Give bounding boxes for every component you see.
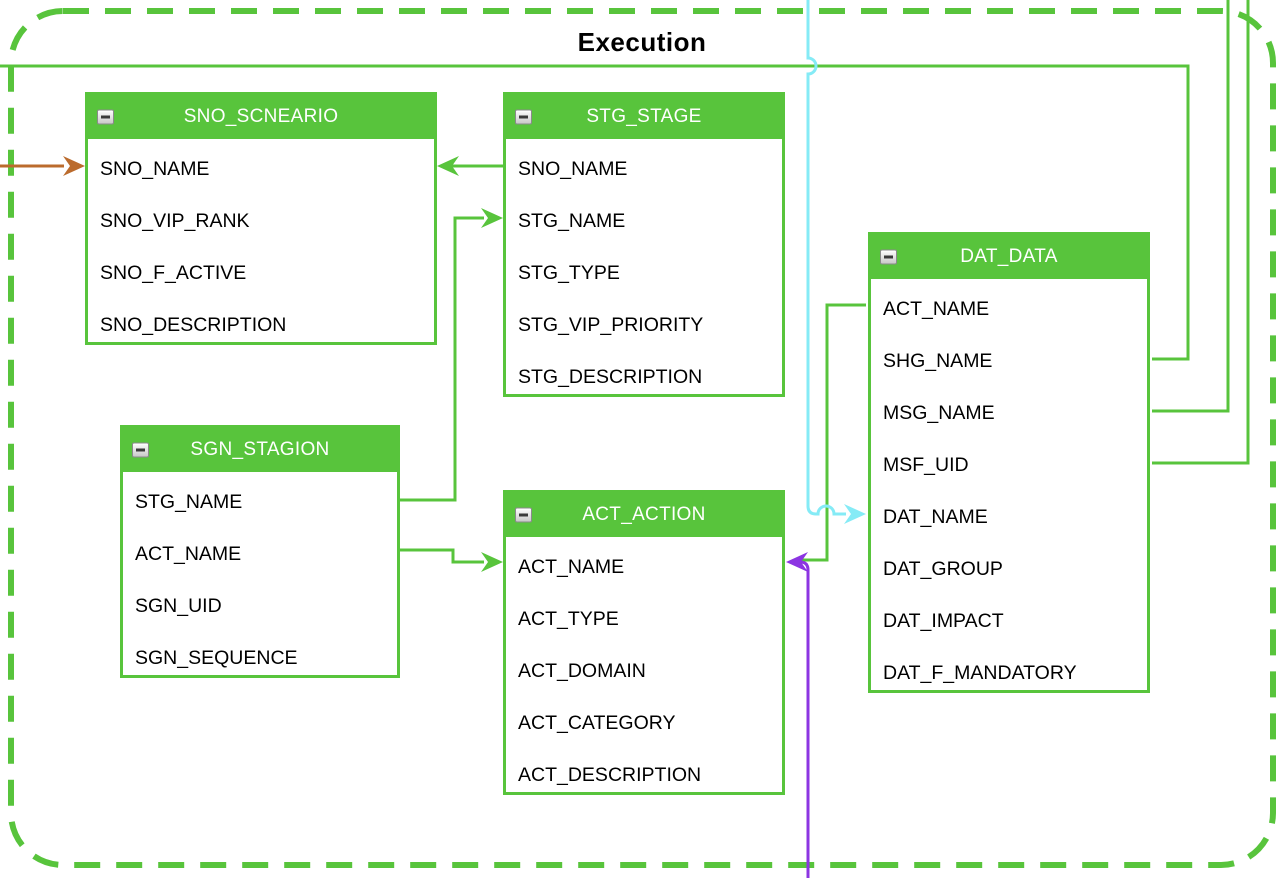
table-act-action[interactable]: ACT_ACTION ACT_NAME ACT_TYPE ACT_DOMAIN ACT… bbox=[503, 490, 785, 795]
table-header: SNO_SCNEARIO bbox=[88, 95, 434, 139]
table-row: ACT_DESCRIPTION bbox=[518, 763, 702, 786]
table-row: SNO_DESCRIPTION bbox=[100, 313, 287, 336]
table-sno-scneario[interactable]: SNO_SCNEARIO SNO_NAME SNO_VIP_RANK SNO_F_A… bbox=[85, 92, 437, 345]
minus-glyph bbox=[519, 513, 528, 517]
connector-dat-to-act bbox=[799, 303, 866, 562]
table-row: ACT_TYPE bbox=[518, 607, 619, 630]
collapse-minus-icon[interactable] bbox=[132, 442, 149, 458]
table-row: STG_TYPE bbox=[518, 261, 620, 284]
table-row: DAT_NAME bbox=[883, 505, 988, 528]
table-title: STG_STAGE bbox=[586, 106, 702, 127]
connector-purple-to-act-name bbox=[794, 560, 810, 878]
connector-sgn-to-act bbox=[400, 548, 484, 564]
table-columns: ACT_NAME ACT_TYPE ACT_DOMAIN ACT_CATEGORY AC… bbox=[506, 537, 782, 801]
table-dat-data[interactable]: DAT_DATA ACT_NAME SHG_NAME MSG_NAME MSF_UID… bbox=[868, 232, 1150, 693]
connector-dat-msf-to-top-edge bbox=[1152, 0, 1250, 465]
minus-glyph bbox=[136, 448, 145, 452]
table-stg-stage[interactable]: STG_STAGE SNO_NAME STG_NAME STG_TYPE STG_VI… bbox=[503, 92, 785, 397]
arrowhead-right-sno-name-orange bbox=[63, 156, 85, 176]
table-row: DAT_F_MANDATORY bbox=[883, 661, 1077, 684]
table-title: SGN_STAGION bbox=[190, 439, 330, 460]
table-title: SNO_SCNEARIO bbox=[183, 106, 339, 127]
table-row: SGN_UID bbox=[135, 594, 222, 617]
arrowhead-left-sno-name bbox=[437, 156, 459, 176]
table-columns: STG_NAME ACT_NAME SGN_UID SGN_SEQUENCE bbox=[123, 472, 397, 684]
table-row: DAT_IMPACT bbox=[883, 609, 1004, 632]
collapse-minus-icon[interactable] bbox=[515, 109, 532, 125]
table-title: ACT_ACTION bbox=[582, 504, 706, 525]
minus-glyph bbox=[101, 115, 110, 119]
table-row: STG_DESCRIPTION bbox=[518, 365, 703, 388]
table-row: STG_VIP_PRIORITY bbox=[518, 313, 704, 336]
table-row: SGN_SEQUENCE bbox=[135, 646, 298, 669]
connector-dat-msg-to-top-edge bbox=[1152, 0, 1230, 413]
arrowhead-right-dat-name bbox=[844, 504, 866, 524]
table-columns: ACT_NAME SHG_NAME MSG_NAME MSF_UID DAT_NAME D… bbox=[871, 279, 1147, 699]
table-sgn-stagion[interactable]: SGN_STAGION STG_NAME ACT_NAME SGN_UID SGN_S… bbox=[120, 425, 400, 678]
table-row: MSF_UID bbox=[883, 453, 969, 476]
arrowhead-left-act-name-purple bbox=[786, 552, 808, 572]
table-row: STG_NAME bbox=[135, 490, 243, 513]
minus-glyph bbox=[884, 255, 893, 259]
table-row: ACT_NAME bbox=[883, 297, 990, 320]
arrowhead-right-act-name bbox=[481, 552, 503, 572]
table-columns: SNO_NAME STG_NAME STG_TYPE STG_VIP_PRIORITY… bbox=[506, 139, 782, 403]
table-row: SNO_NAME bbox=[518, 157, 628, 180]
connector-cyan-to-dat-name bbox=[806, 0, 846, 516]
table-row: SNO_F_ACTIVE bbox=[100, 261, 247, 284]
table-row: DAT_GROUP bbox=[883, 557, 1003, 580]
table-row: ACT_NAME bbox=[135, 542, 242, 565]
table-header: STG_STAGE bbox=[506, 95, 782, 139]
collapse-minus-icon[interactable] bbox=[880, 249, 897, 265]
collapse-minus-icon[interactable] bbox=[97, 109, 114, 125]
table-row: MSG_NAME bbox=[883, 401, 995, 424]
table-row: ACT_NAME bbox=[518, 555, 625, 578]
table-row: SHG_NAME bbox=[883, 349, 993, 372]
minus-glyph bbox=[519, 115, 528, 119]
table-header: DAT_DATA bbox=[871, 235, 1147, 279]
table-row: ACT_CATEGORY bbox=[518, 711, 676, 734]
table-row: STG_NAME bbox=[518, 209, 626, 232]
diagram-title: Execution bbox=[577, 27, 707, 57]
table-row: SNO_NAME bbox=[100, 157, 210, 180]
table-title: DAT_DATA bbox=[960, 246, 1058, 267]
arrowhead-right-stg-name bbox=[481, 208, 503, 228]
table-header: ACT_ACTION bbox=[506, 493, 782, 537]
table-row: ACT_DOMAIN bbox=[518, 659, 646, 682]
table-columns: SNO_NAME SNO_VIP_RANK SNO_F_ACTIVE SNO_DESC… bbox=[88, 139, 434, 351]
table-header: SGN_STAGION bbox=[123, 428, 397, 472]
collapse-minus-icon[interactable] bbox=[515, 507, 532, 523]
table-row: SNO_VIP_RANK bbox=[100, 209, 250, 232]
